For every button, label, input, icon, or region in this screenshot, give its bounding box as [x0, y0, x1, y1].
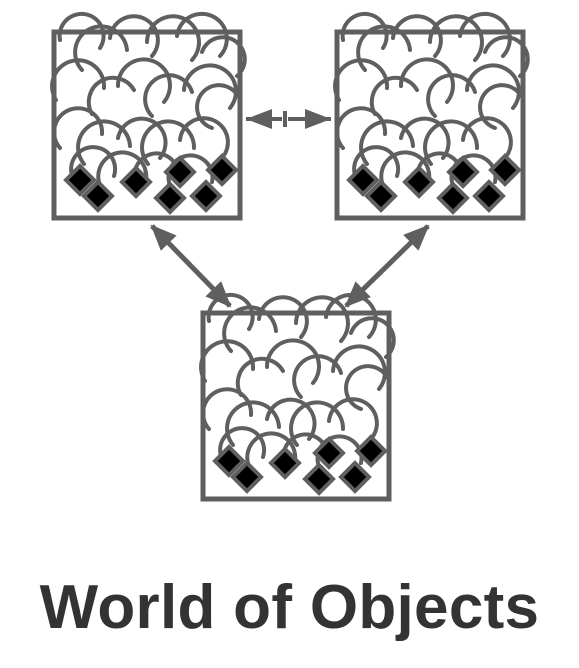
arrow-top-left-top-right	[246, 109, 331, 129]
object-box-bottom	[201, 295, 394, 499]
object-box-top-left	[52, 14, 245, 218]
object-box-top-right	[335, 14, 528, 218]
arrow-top-left-bottom	[150, 224, 232, 308]
diagram-caption: World of Objects	[39, 573, 540, 642]
arrow-top-right-bottom	[344, 224, 430, 308]
